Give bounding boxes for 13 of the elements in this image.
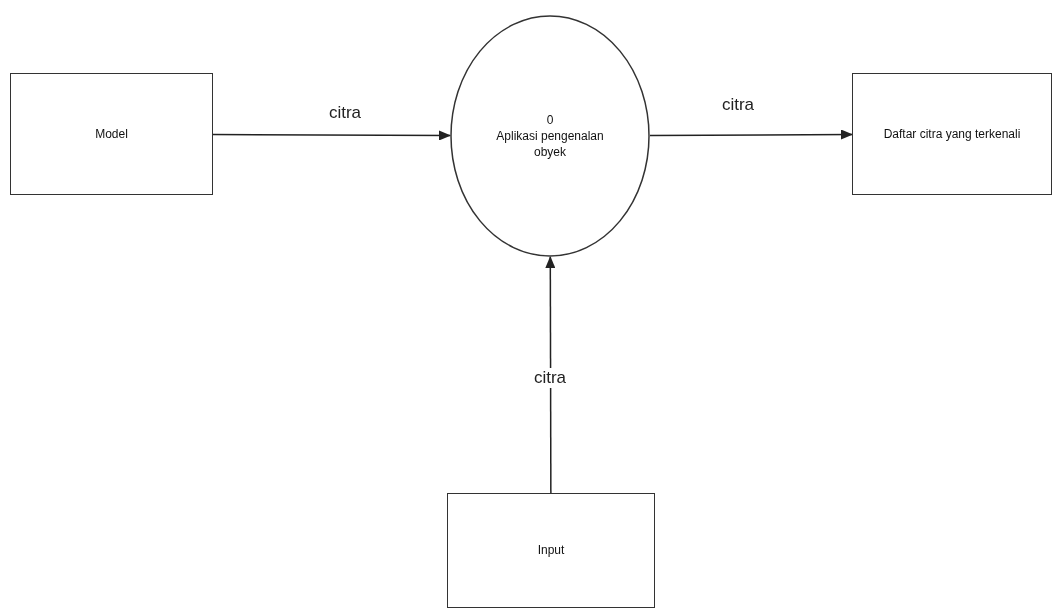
external-entity-box xyxy=(447,493,655,608)
process-number: 0 xyxy=(546,111,554,128)
node-label: Input xyxy=(537,542,565,559)
arrow xyxy=(649,129,853,140)
data-store-box xyxy=(852,73,1052,195)
edge-label: citra xyxy=(531,368,569,388)
arrow xyxy=(212,130,451,141)
process-circle xyxy=(450,15,650,257)
node-label: Aplikasi pengenalan obyek xyxy=(495,127,605,161)
node-label: Daftar citra yang terkenali xyxy=(883,125,1021,143)
node-label: Model xyxy=(95,125,128,143)
external-entity-box xyxy=(10,73,213,195)
arrow xyxy=(545,256,556,494)
